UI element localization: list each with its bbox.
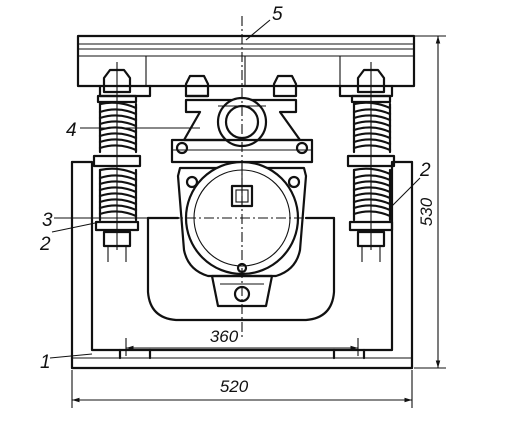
dimension-360-label: 360 <box>210 327 239 346</box>
right-spring-assembly <box>346 62 396 262</box>
label-part-4: 4 <box>66 120 77 141</box>
leader-2-left <box>51 221 101 233</box>
label-part-1: 1 <box>40 352 51 373</box>
dimension-530-label: 530 <box>417 197 436 226</box>
dimension-360 <box>125 338 359 356</box>
dimension-530 <box>414 35 446 369</box>
label-part-3: 3 <box>42 210 53 231</box>
left-spring-assembly <box>92 62 142 262</box>
dimension-520 <box>71 370 413 408</box>
label-part-2-left: 2 <box>39 234 51 255</box>
leader-5 <box>245 19 271 41</box>
top-platform <box>76 34 416 98</box>
label-part-2-right: 2 <box>419 160 431 181</box>
top-bolts <box>184 74 298 98</box>
leader-1 <box>49 353 93 359</box>
leader-2-right <box>387 177 421 211</box>
dimension-520-label: 520 <box>220 377 249 396</box>
label-part-5: 5 <box>272 4 283 25</box>
